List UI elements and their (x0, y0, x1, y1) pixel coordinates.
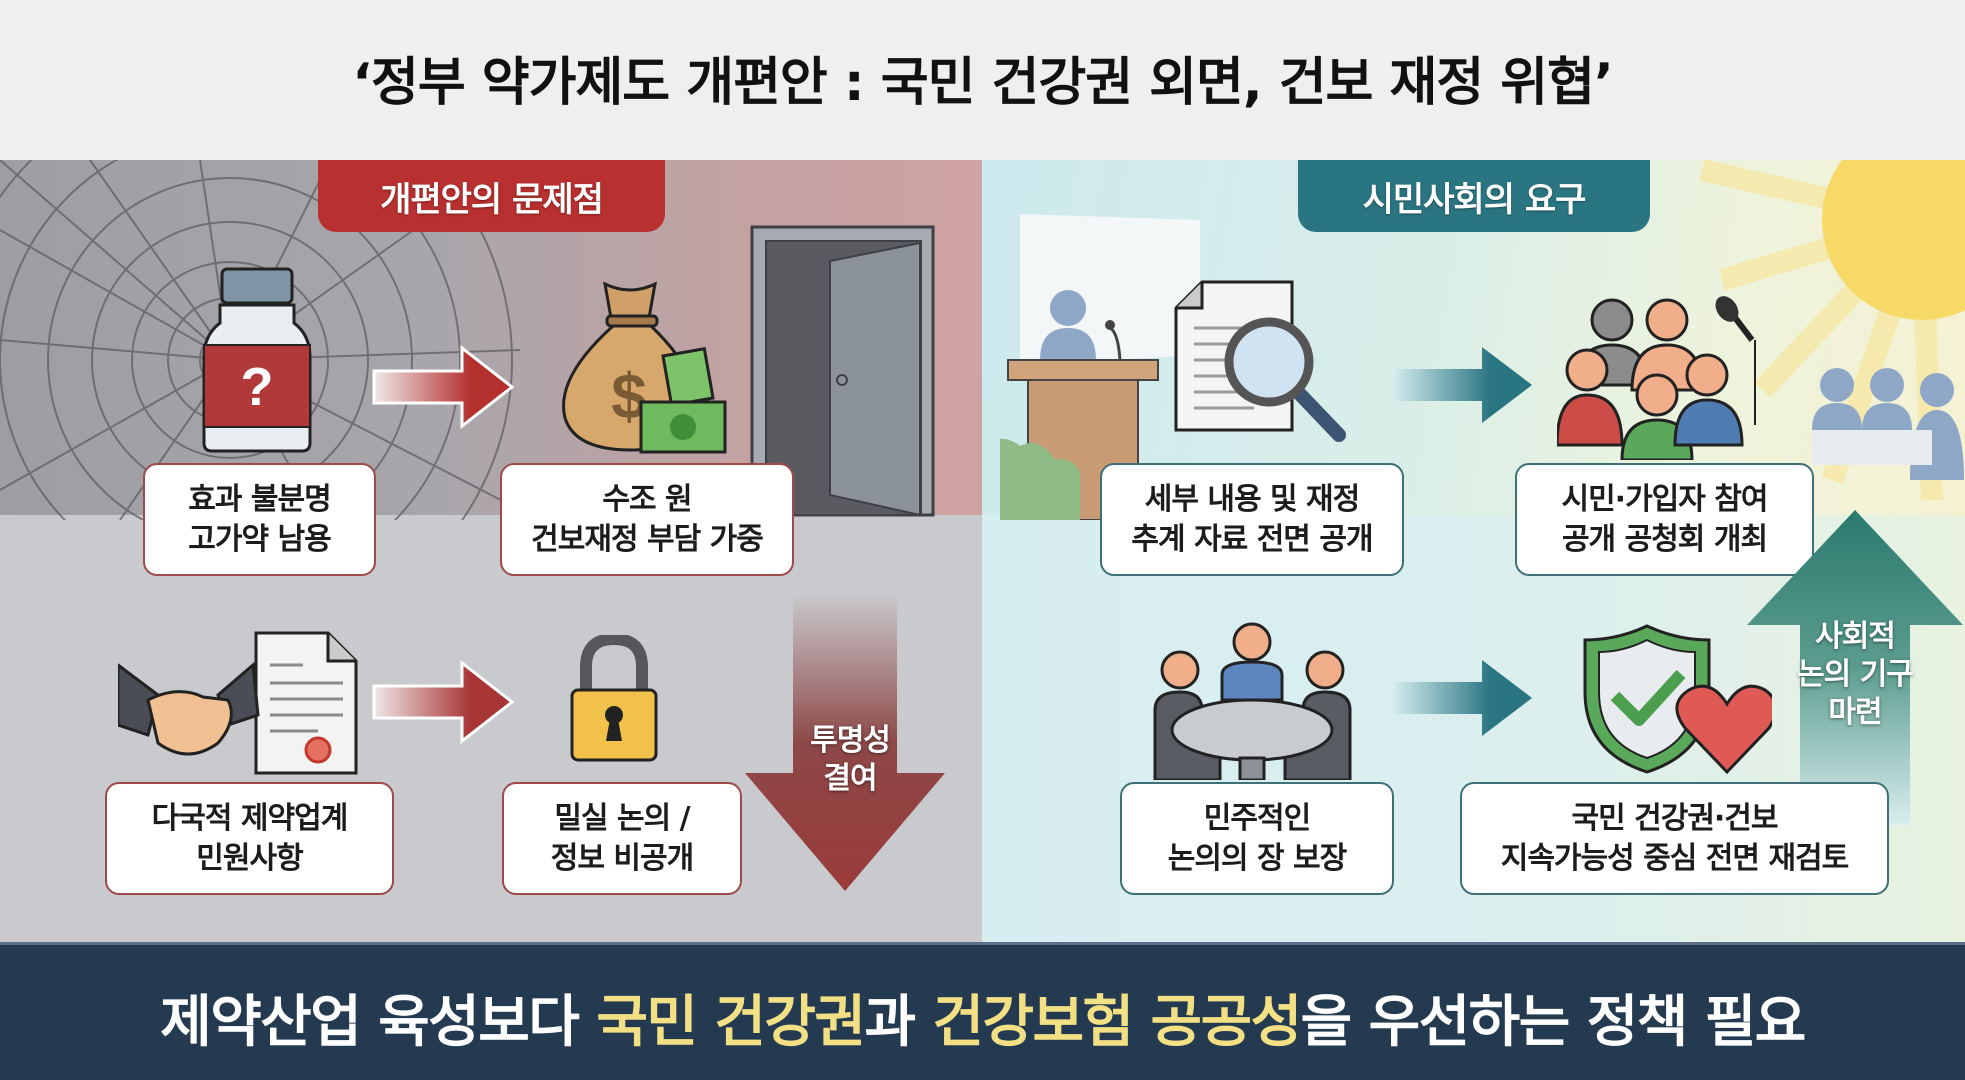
medicine-bottle-question-icon: ? (202, 267, 312, 453)
money-bag-icon: $ (562, 281, 727, 454)
problem-label-4-line2: 정보 비공개 (550, 840, 694, 876)
problem-label-4: 밀실 논의 / 정보 비공개 (502, 782, 742, 895)
conclusion-part1: 제약산업 육성보다 (160, 990, 597, 1055)
shield-heart-icon (1583, 624, 1772, 775)
transparency-lack-line1: 투명성 (810, 723, 891, 758)
problem-label-1-line1: 효과 불분명 (188, 481, 331, 517)
demand-label-1-line1: 세부 내용 및 재정 (1144, 481, 1361, 517)
conclusion-banner: 제약산업 육성보다 국민 건강권과 건강보험 공공성을 우선하는 정책 필요 (0, 942, 1965, 1080)
problem-label-1: 효과 불분명 고가약 남용 (143, 463, 376, 576)
page-title: ‘정부 약가제도 개편안 : 국민 건강권 외면, 건보 재정 위협’ (352, 53, 1613, 113)
demand-label-2: 시민·가입자 참여 공개 공청회 개최 (1515, 463, 1814, 576)
problem-label-4-line1: 밀실 논의 / (554, 800, 690, 836)
problem-label-3-line2: 민원사항 (196, 840, 303, 876)
demand-label-2-line2: 공개 공청회 개최 (1561, 521, 1768, 557)
transparency-lack-label: 투명성 결여 (770, 722, 930, 798)
transparency-lack-line2: 결여 (823, 761, 877, 796)
handshake-contract-icon (118, 631, 358, 775)
social-forum-line2: 논의 기구 (1797, 657, 1914, 692)
conclusion-highlight-public-insurance: 건강보험 공공성 (932, 990, 1302, 1055)
demand-label-4: 국민 건강권·건보 지속가능성 중심 전면 재검토 (1460, 782, 1889, 895)
svg-text:?: ? (241, 357, 274, 417)
demand-label-1: 세부 내용 및 재정 추계 자료 전면 공개 (1100, 463, 1404, 576)
conclusion-part3: 을 우선하는 정책 필요 (1300, 990, 1807, 1055)
problem-label-2-line2: 건보재정 부담 가중 (531, 521, 764, 557)
round-table-meeting-icon (1153, 622, 1352, 780)
demand-label-3-line2: 논의의 장 보장 (1167, 840, 1347, 876)
sun-icon (1699, 160, 1965, 501)
social-forum-line1: 사회적 (1815, 619, 1896, 654)
padlock-icon (570, 635, 658, 762)
demand-label-3: 민주적인 논의의 장 보장 (1120, 782, 1394, 895)
social-forum-label: 사회적 논의 기구 마련 (1765, 618, 1945, 732)
demands-panel: 시민사회의 요구 세부 내용 및 재정 추계 자료 전면 공개 시민·가입자 참… (982, 160, 1965, 942)
citizen-crowd-microphone-icon (1557, 296, 1756, 460)
conclusion-part2: 과 (864, 990, 933, 1055)
demand-label-1-line2: 추계 자료 전면 공개 (1131, 521, 1373, 557)
arrow-right-icon (1394, 660, 1532, 736)
demand-label-4-line2: 지속가능성 중심 전면 재검토 (1500, 840, 1850, 876)
title-bar: ‘정부 약가제도 개편안 : 국민 건강권 외면, 건보 재정 위협’ (0, 0, 1965, 160)
problems-badge: 개편안의 문제점 (318, 160, 665, 232)
problems-panel: 개편안의 문제점 ? $ 효과 불분명 고가약 남용 수조 원 건보재정 부담 … (0, 160, 982, 942)
audience-icon (1812, 368, 1964, 480)
arrow-right-icon (1394, 347, 1532, 423)
arrow-right-icon (372, 660, 515, 745)
demand-label-2-line1: 시민·가입자 참여 (1561, 481, 1768, 517)
arrow-up-icon (1747, 510, 1963, 825)
social-forum-line3: 마련 (1828, 695, 1882, 730)
conclusion-highlight-health-right: 국민 건강권 (596, 990, 866, 1055)
demands-badge: 시민사회의 요구 (1298, 160, 1650, 232)
open-door-icon (750, 225, 935, 517)
demand-label-4-line1: 국민 건강권·건보 (1571, 800, 1778, 836)
problem-label-3-line1: 다국적 제약업계 (151, 800, 349, 836)
problem-label-2-line1: 수조 원 (602, 481, 692, 517)
arrow-right-icon (372, 345, 515, 430)
problem-label-2: 수조 원 건보재정 부담 가중 (500, 463, 794, 576)
document-magnifier-icon (1174, 280, 1346, 442)
conclusion-text: 제약산업 육성보다 국민 건강권과 건강보험 공공성을 우선하는 정책 필요 (0, 977, 1965, 1058)
problem-label-3: 다국적 제약업계 민원사항 (105, 782, 394, 895)
demand-label-3-line1: 민주적인 (1203, 800, 1311, 836)
arrow-down-icon (745, 595, 945, 891)
problem-label-1-line2: 고가약 남용 (188, 521, 331, 557)
